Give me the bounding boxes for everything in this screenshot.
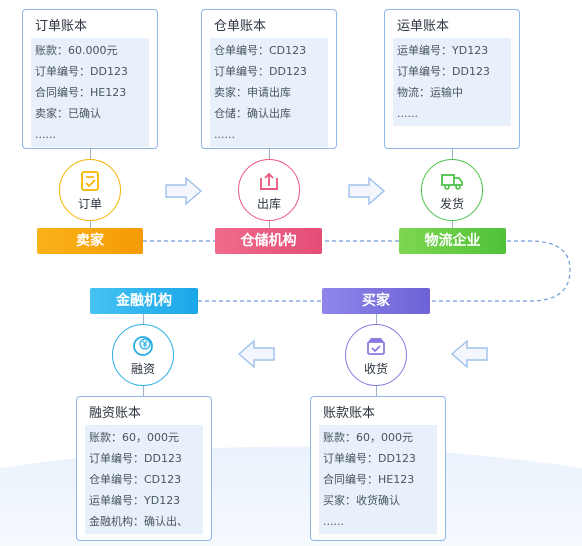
ledger-row: 运单编号：YD123 xyxy=(89,494,181,507)
step-receive: 收货 xyxy=(345,324,407,386)
ledger-row: 仓单编号：CD123 xyxy=(214,44,307,57)
step-label: 收货 xyxy=(363,362,388,376)
ledger-waybill: 运单账本 运单编号：YD123 订单编号：DD123 物流：运输中 ...... xyxy=(384,9,520,149)
step-label: 出库 xyxy=(256,197,281,211)
ledger-body: 运单编号：YD123 订单编号：DD123 物流：运输中 ...... xyxy=(393,38,511,126)
delivery-truck-icon xyxy=(441,174,463,190)
step-label: 订单 xyxy=(77,197,102,211)
ledger-body: 仓单编号：CD123 订单编号：DD123 卖家：申请出库 仓储：确认出库 ..… xyxy=(210,38,328,147)
step-outbound: 出库 xyxy=(238,159,300,221)
ledger-title: 运单账本 xyxy=(397,19,450,34)
step-label: 发货 xyxy=(439,197,464,211)
ledger-row: 金融机构：确认出、 xyxy=(89,515,188,528)
ledger-accounts: 账款账本 账款：60，000元 订单编号：DD123 合同编号：HE123 买家… xyxy=(310,396,446,541)
ledger-title: 融资账本 xyxy=(89,406,142,421)
connector-line xyxy=(376,314,377,324)
ledger-financing: 融资账本 账款：60，000元 订单编号：DD123 仓单编号：CD123 运单… xyxy=(76,396,212,541)
ledger-body: 账款：60，000元 订单编号：DD123 仓单编号：CD123 运单编号：YD… xyxy=(85,425,203,534)
flow-arrow-left-icon xyxy=(237,339,275,369)
role-logistics: 物流企业 xyxy=(399,228,506,254)
ledger-row: 买家：收货确认 xyxy=(323,494,400,507)
ledger-row: 卖家：申请出库 xyxy=(214,86,291,99)
role-financial: 金融机构 xyxy=(90,288,198,314)
role-buyer: 买家 xyxy=(322,288,430,314)
connector-line xyxy=(90,221,91,229)
ledger-row: 订单编号：DD123 xyxy=(397,65,490,78)
role-seller: 卖家 xyxy=(37,228,143,254)
ledger-title: 账款账本 xyxy=(323,406,376,421)
connector-line xyxy=(90,149,91,159)
dashed-flow-line xyxy=(143,240,571,302)
ledger-row: ...... xyxy=(35,128,56,141)
ledger-row: 合同编号：HE123 xyxy=(35,86,127,99)
ledger-title: 订单账本 xyxy=(35,19,88,34)
package-check-icon xyxy=(367,338,385,355)
order-check-icon xyxy=(81,171,99,191)
step-order: 订单 xyxy=(59,159,121,221)
ledger-row: 账款：60，000元 xyxy=(323,431,413,444)
ledger-row: 订单编号：DD123 xyxy=(89,452,182,465)
ledger-row: ...... xyxy=(397,107,418,120)
step-ship: 发货 xyxy=(421,159,483,221)
ledger-row: 卖家：已确认 xyxy=(35,107,101,120)
step-label: 融资 xyxy=(130,362,155,376)
ledger-row: 仓储：确认出库 xyxy=(214,107,291,120)
connector-line xyxy=(143,314,144,324)
ledger-body: 账款：60.000元 订单编号：DD123 合同编号：HE123 卖家：已确认 … xyxy=(31,38,149,147)
ledger-row: ...... xyxy=(214,128,235,141)
role-warehouse: 仓储机构 xyxy=(215,228,322,254)
ledger-row: 账款：60，000元 xyxy=(89,431,179,444)
step-finance: 融资 xyxy=(112,324,174,386)
ledger-warehouse-receipt: 仓单账本 仓单编号：CD123 订单编号：DD123 卖家：申请出库 仓储：确认… xyxy=(201,9,337,149)
ledger-row: 合同编号：HE123 xyxy=(323,473,415,486)
ledger-title: 仓单账本 xyxy=(214,19,267,34)
connector-line xyxy=(143,386,144,396)
ledger-row: 仓单编号：CD123 xyxy=(89,473,182,486)
outbound-box-icon xyxy=(260,172,278,190)
connector-line xyxy=(269,221,270,229)
connector-line xyxy=(376,386,377,396)
ledger-row: 订单编号：DD123 xyxy=(214,65,307,78)
ledger-row: 运单编号：YD123 xyxy=(397,44,489,57)
ledger-row: ...... xyxy=(323,515,344,528)
flow-arrow-right-icon xyxy=(165,176,203,206)
connector-line xyxy=(452,221,453,229)
yen-coin-icon xyxy=(133,336,153,356)
connector-line xyxy=(269,149,270,159)
ledger-row: 订单编号：DD123 xyxy=(35,65,128,78)
ledger-body: 账款：60，000元 订单编号：DD123 合同编号：HE123 买家：收货确认… xyxy=(319,425,437,534)
flow-arrow-left-icon xyxy=(450,339,488,369)
ledger-row: 订单编号：DD123 xyxy=(323,452,416,465)
connector-line xyxy=(452,149,453,159)
ledger-row: 物流：运输中 xyxy=(397,86,463,99)
ledger-order: 订单账本 账款：60.000元 订单编号：DD123 合同编号：HE123 卖家… xyxy=(22,9,158,149)
flow-arrow-right-icon xyxy=(348,176,386,206)
ledger-row: 账款：60.000元 xyxy=(35,44,118,57)
